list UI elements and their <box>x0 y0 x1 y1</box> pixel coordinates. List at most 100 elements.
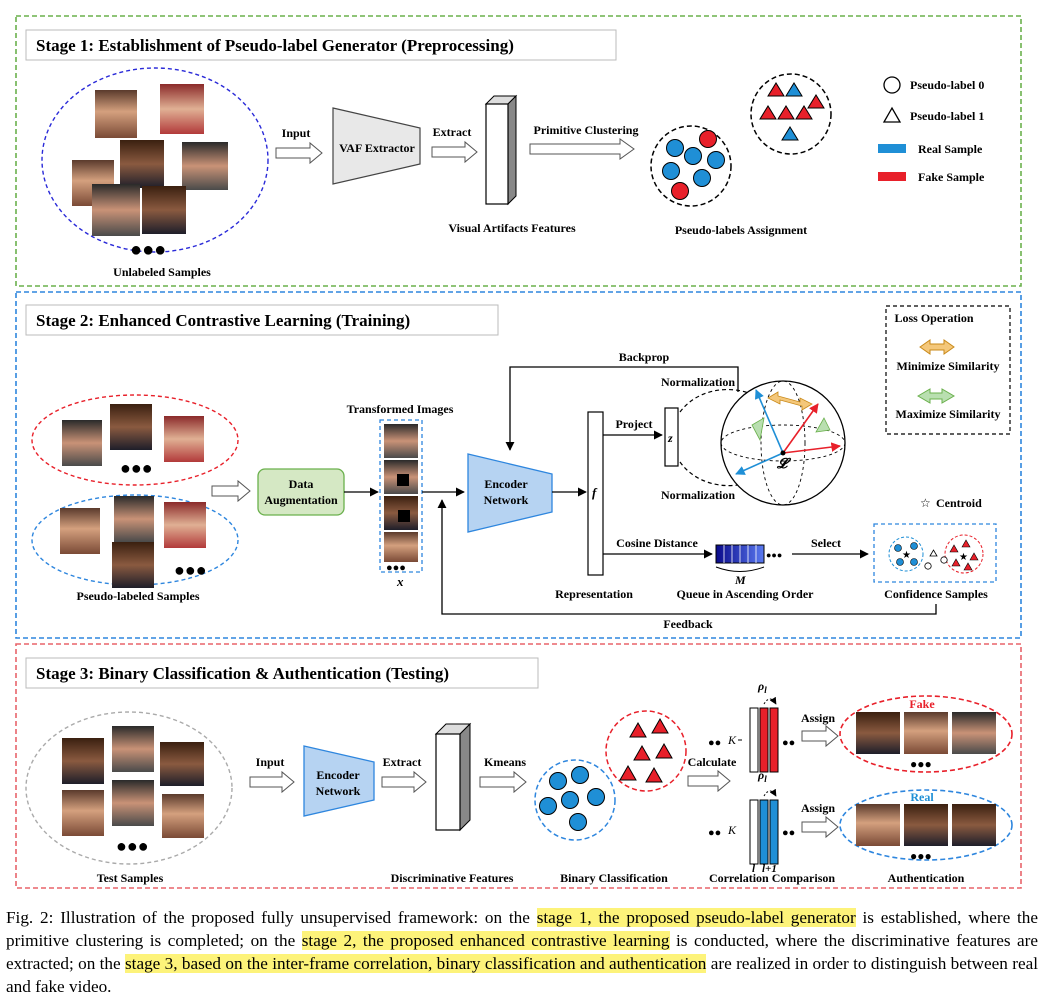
normalization-top-label: Normalization <box>661 375 735 389</box>
index-l1-label: l+1 <box>762 863 777 875</box>
stage3-input-arrow <box>249 770 295 794</box>
test-samples-label: Test Samples <box>97 871 164 885</box>
stage1-title: Stage 1: Establishment of Pseudo-label G… <box>36 36 514 55</box>
pseudo-labels-assignment-label: Pseudo-labels Assignment <box>675 223 807 237</box>
real-label: Real <box>910 790 934 804</box>
assign-bottom-arrow <box>801 815 839 839</box>
framework-figure: Stage 1: Establishment of Pseudo-label G… <box>15 15 1022 889</box>
fake-output-dots: ●●● <box>910 757 932 771</box>
svg-text:●●: ●● <box>782 827 795 839</box>
pseudo-labeled-real-faces <box>60 496 206 588</box>
stage1-title-box <box>25 29 617 61</box>
backprop-arrow <box>505 366 739 451</box>
transformed-images-label: Transformed Images <box>347 402 454 416</box>
vaf-extractor-label: VAF Extractor <box>339 141 415 155</box>
stage3-encoder-label-1: Encoder <box>316 768 360 782</box>
figure-caption: Fig. 2: Illustration of the proposed ful… <box>6 906 1038 998</box>
transformed-images-box <box>379 419 423 573</box>
rho-top-subscript: l <box>764 685 767 695</box>
centroid-icon: ☆ <box>920 496 931 510</box>
unlabeled-samples-label: Unlabeled Samples <box>113 265 211 279</box>
svg-text:K: K <box>727 733 737 747</box>
pseudo-label-0-label: Pseudo-label 0 <box>910 78 984 92</box>
fake-sample-swatch <box>878 172 906 181</box>
real-output-dots: ●●● <box>910 849 932 863</box>
transformed-dots: ●●● <box>386 562 406 574</box>
discriminative-feature-block <box>434 722 472 832</box>
z-variable-label: z <box>667 431 673 445</box>
correlation-comparison-label: Correlation Comparison <box>709 871 835 885</box>
svg-text:★: ★ <box>959 552 968 563</box>
caption-suffix: are realized in order to distinguish bet… <box>6 954 1038 996</box>
maximize-similarity-label: Maximize Similarity <box>896 407 1001 421</box>
stage3-encoder-label-2: Network <box>316 784 361 798</box>
confidence-real-cluster: ★ <box>888 536 938 572</box>
pseudo-label-0-icon <box>883 76 901 94</box>
fake-sample-label: Fake Sample <box>918 170 985 184</box>
stage3-title: Stage 3: Binary Classification & Authent… <box>36 664 449 683</box>
stage2-title: Stage 2: Enhanced Contrastive Learning (… <box>36 311 410 330</box>
svg-text:●●: ●● <box>708 737 721 749</box>
unlabeled-face-images <box>72 84 228 236</box>
assign-top-label: Assign <box>801 711 835 725</box>
binary-classification-label: Binary Classification <box>560 871 668 885</box>
stage1-dots: ●●● <box>130 239 166 261</box>
svg-text:●●: ●● <box>782 737 795 749</box>
rho-bottom-symbol: ρ <box>757 768 764 782</box>
caption-prefix: Fig. 2: Illustration of the proposed ful… <box>6 908 537 927</box>
caption-highlight-stage3: stage 3, based on the inter-frame correl… <box>124 954 707 973</box>
test-sample-faces <box>62 726 204 838</box>
real-group-dots: ●●● <box>174 560 207 580</box>
cosine-distance-label: Cosine Distance <box>616 536 698 550</box>
real-correlation-pair: ●● K ●● <box>708 788 795 865</box>
fake-output-faces <box>856 712 996 754</box>
svg-text:●●: ●● <box>708 827 721 839</box>
pseudo-label-0-cluster <box>650 125 732 207</box>
hypersphere <box>720 380 846 506</box>
data-augmentation-label-2: Augmentation <box>264 493 338 507</box>
confidence-samples-label: Confidence Samples <box>884 587 988 601</box>
calculate-arrow <box>687 769 731 793</box>
stage2-encoder-label-1: Encoder <box>484 477 528 491</box>
stage3-encoder-block <box>303 745 375 817</box>
binary-real-cluster <box>534 759 616 841</box>
rho-top-label: ρl <box>757 679 767 695</box>
data-augmentation-label-1: Data <box>289 477 314 491</box>
fake-group-dots: ●●● <box>120 458 153 478</box>
stage3-panel <box>15 643 1022 889</box>
stage2-encoder-block <box>467 453 553 533</box>
kmeans-arrow <box>479 770 527 794</box>
stage1-extract-label: Extract <box>433 125 472 139</box>
normalization-bottom-label: Normalization <box>661 488 735 502</box>
binary-fake-cluster <box>605 710 687 792</box>
real-sample-label: Real Sample <box>918 142 983 156</box>
index-l-label: l <box>752 863 756 875</box>
test-samples-dots: ●●● <box>116 836 149 856</box>
calculate-label: Calculate <box>688 755 737 769</box>
assign-top-arrow <box>801 724 839 748</box>
stage1-input-label: Input <box>282 126 311 140</box>
project-label: Project <box>615 417 652 431</box>
pseudo-label-1-cluster <box>750 73 832 155</box>
fake-correlation-pair: ●● K ●● <box>708 696 795 773</box>
centroid-label: Centroid <box>936 496 982 510</box>
select-label: Select <box>811 536 841 550</box>
pseudo-label-1-label: Pseudo-label 1 <box>910 109 984 123</box>
visual-artifacts-feature-block <box>484 94 518 206</box>
stage2-panel <box>15 291 1022 639</box>
minimize-similarity-label: Minimize Similarity <box>897 359 1000 373</box>
stage2-title-box <box>25 304 499 336</box>
test-samples-ellipse <box>25 711 233 865</box>
svg-text:K: K <box>727 823 737 837</box>
projection-z-bar <box>664 407 679 467</box>
caption-highlight-stage2: stage 2, the proposed enhanced contrasti… <box>301 931 670 950</box>
fake-label: Fake <box>909 697 935 711</box>
assign-bottom-label: Assign <box>801 801 835 815</box>
loss-operation-title: Loss Operation <box>894 311 973 325</box>
caption-mid2: is conducted, where the discriminative f… <box>6 931 1038 973</box>
caption-mid1: is established, where the primitive clus… <box>6 908 1039 950</box>
stage3-input-label: Input <box>256 755 285 769</box>
unlabeled-samples-ellipse <box>41 67 269 253</box>
stage1-panel <box>15 15 1022 287</box>
queue-dots: ●●● <box>766 550 782 560</box>
